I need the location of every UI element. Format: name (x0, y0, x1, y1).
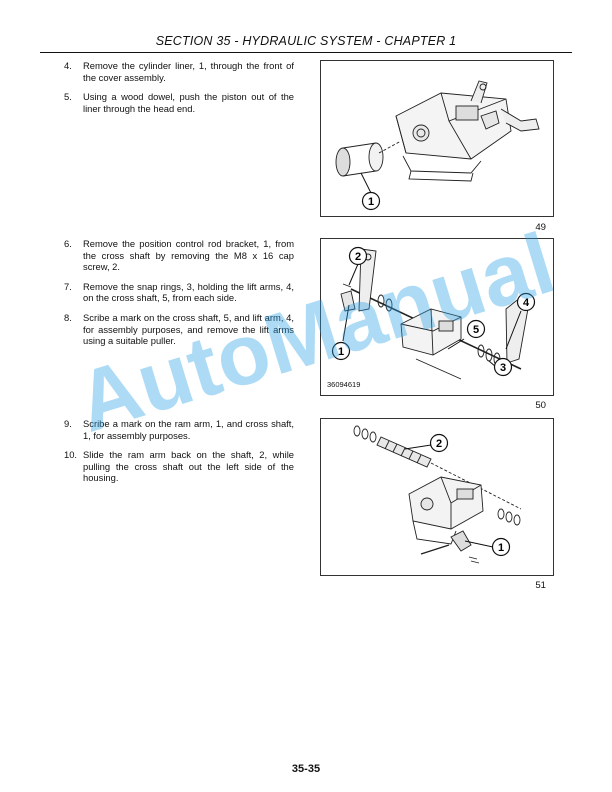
step-number: 10. (64, 449, 78, 461)
callout-circle (429, 433, 449, 453)
callout-label: 4 (523, 297, 530, 309)
step-6: 6. Remove the position control rod brack… (64, 238, 294, 273)
step-number: 5. (64, 91, 72, 103)
cross-shaft-removal-drawing: 2 1 (353, 425, 522, 564)
step-text: Using a wood dowel, push the piston out … (83, 91, 294, 114)
callout-circle (348, 246, 368, 266)
figure-49-illustration: 1 (320, 60, 554, 217)
figure-number: 51 (535, 580, 546, 591)
lift-arms-exploded-drawing: 2 4 5 1 3 (331, 246, 536, 380)
callout-label: 2 (436, 438, 442, 450)
step-9: 9. Scribe a mark on the ram arm, 1, and … (64, 418, 294, 441)
step-8: 8. Scribe a mark on the cross shaft, 5, … (64, 312, 294, 347)
step-10: 10. Slide the ram arm back on the shaft,… (64, 449, 294, 484)
section-header: SECTION 35 - HYDRAULIC SYSTEM - CHAPTER … (40, 34, 572, 53)
step-number: 9. (64, 418, 72, 429)
step-text: Remove the cylinder liner, 1, through th… (83, 60, 294, 83)
page-number: 35-35 (291, 763, 321, 775)
callout-circle (493, 357, 513, 377)
callout-circle (331, 341, 351, 361)
step-5: 5. Using a wood dowel, push the piston o… (64, 91, 294, 114)
step-number: 4. (64, 60, 72, 71)
callout-label: 1 (498, 542, 504, 554)
callout-circle (491, 537, 511, 557)
step-number: 7. (64, 280, 72, 292)
figure-50-illustration: 2 4 5 1 3 36094619 (320, 238, 554, 396)
step-text: Remove the position control rod bracket,… (83, 238, 294, 273)
steps-group-3: 9. Scribe a mark on the ram arm, 1, and … (64, 418, 294, 492)
callout-circle (361, 191, 381, 211)
figure-51-illustration: 2 1 (320, 418, 554, 576)
callout-label: 1 (338, 346, 344, 358)
callout-label: 5 (473, 324, 479, 336)
step-text: Slide the ram arm back on the shaft, 2, … (83, 449, 294, 484)
step-text: Remove the snap rings, 3, holding the li… (83, 280, 294, 304)
callout-label: 2 (355, 251, 361, 263)
figure-number: 50 (535, 400, 546, 411)
figure-number: 49 (535, 222, 546, 233)
step-7: 7. Remove the snap rings, 3, holding the… (64, 281, 294, 304)
step-number: 8. (64, 311, 72, 323)
callout-label: 3 (500, 362, 506, 374)
step-text: Scribe a mark on the ram arm, 1, and cro… (83, 418, 294, 441)
figure-code: 36094619 (327, 380, 361, 389)
callout-circle (466, 319, 486, 339)
callout-label: 1 (368, 196, 374, 208)
step-4: 4. Remove the cylinder liner, 1, through… (64, 60, 294, 83)
steps-group-1: 4. Remove the cylinder liner, 1, through… (64, 60, 294, 122)
hydraulic-cover-drawing: 1 (335, 80, 540, 211)
callout-circle (516, 292, 536, 312)
step-number: 6. (64, 238, 72, 249)
steps-group-2: 6. Remove the position control rod brack… (64, 238, 294, 355)
step-text: Scribe a mark on the cross shaft, 5, and… (83, 311, 294, 347)
